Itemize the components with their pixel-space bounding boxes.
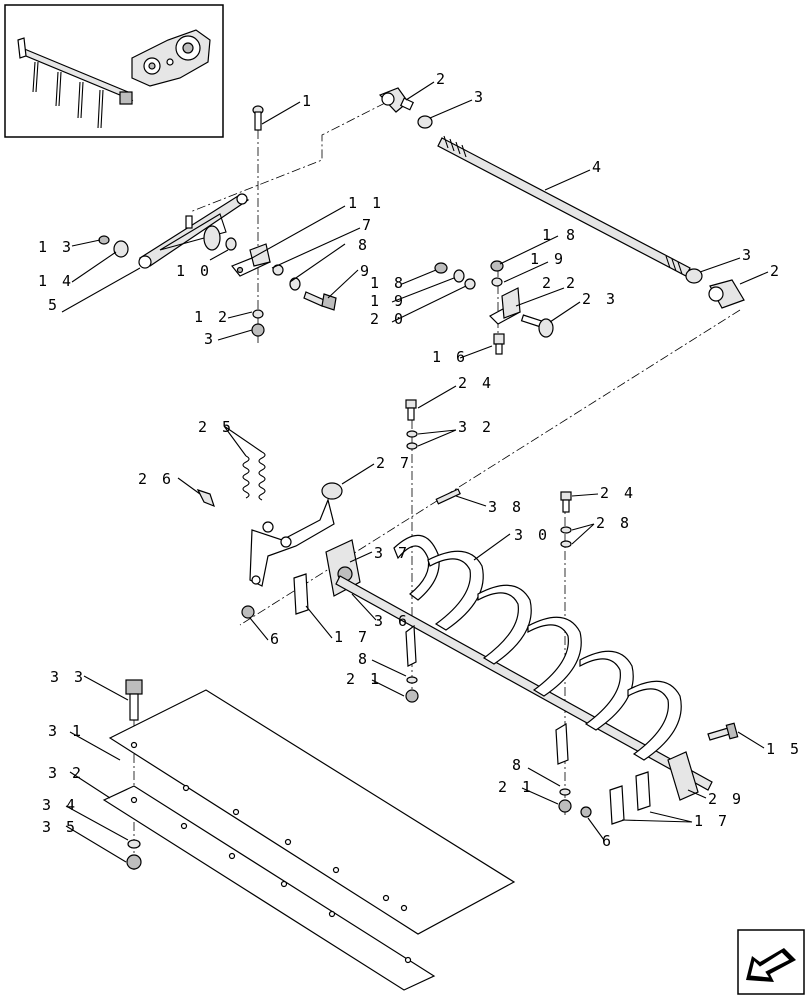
callout-21-right: 2 1 xyxy=(498,778,534,796)
callout-30: 3 0 xyxy=(514,526,550,544)
callout-28: 2 8 xyxy=(596,514,632,532)
threaded-rod-4-shape xyxy=(437,135,691,277)
callout-8-upper: 8 xyxy=(358,236,370,254)
callout-38: 3 8 xyxy=(488,498,524,516)
clevis-2-right-shape xyxy=(708,279,745,309)
callout-25: 2 5 xyxy=(198,418,234,436)
callout-23: 2 3 xyxy=(582,290,618,308)
callout-32-upper: 3 2 xyxy=(458,418,494,436)
callout-16: 1 6 xyxy=(432,348,468,366)
callout-1: 1 xyxy=(302,92,314,110)
screw-16-shape xyxy=(493,333,505,355)
callout-32-lower: 3 2 xyxy=(48,764,84,782)
callout-3-right: 3 xyxy=(742,246,754,264)
callout-3-top: 3 xyxy=(474,88,486,106)
callout-2-top: 2 xyxy=(436,70,448,88)
callout-18-right: 1 8 xyxy=(542,226,578,244)
bottom-plates xyxy=(102,679,516,991)
callout-15: 1 5 xyxy=(766,740,802,758)
callout-6-right: 6 xyxy=(602,832,614,850)
bolt-9-shape xyxy=(303,291,337,311)
callout-13: 1 3 xyxy=(38,238,74,256)
leader-lines xyxy=(61,81,769,863)
next-page-arrow-icon[interactable] xyxy=(737,929,805,995)
callout-labels: 1 2 3 4 1 1 7 8 9 1 3 1 4 1 0 5 1 2 3 1 … xyxy=(38,70,802,850)
callout-22: 2 2 xyxy=(542,274,578,292)
upper-linkage-parts xyxy=(98,87,745,355)
callout-19-right: 1 9 xyxy=(530,250,566,268)
clevis-2-top-shape xyxy=(378,87,415,113)
callout-17-right: 1 7 xyxy=(694,812,730,830)
callout-36: 3 6 xyxy=(374,612,410,630)
callout-7: 7 xyxy=(362,216,374,234)
bracket-11-shape xyxy=(231,243,272,277)
callout-17-left: 1 7 xyxy=(334,628,370,646)
hooks-30-shape xyxy=(393,534,682,761)
callout-26: 2 6 xyxy=(138,470,174,488)
callout-3-lower-left: 3 xyxy=(204,330,216,348)
pin-1-shape xyxy=(252,105,264,131)
callout-29: 2 9 xyxy=(708,790,744,808)
callout-2-right: 2 xyxy=(770,262,782,280)
middle-parts xyxy=(196,399,739,825)
callout-21-mid: 2 1 xyxy=(346,670,382,688)
callout-8-mid: 8 xyxy=(358,650,370,668)
callout-12: 1 2 xyxy=(194,308,230,326)
callout-24-left: 2 4 xyxy=(458,374,494,392)
plate-holes xyxy=(130,741,412,964)
callout-31: 3 1 xyxy=(48,722,84,740)
callout-20: 2 0 xyxy=(370,310,406,328)
callout-18-left: 1 8 xyxy=(370,274,406,292)
knob-23-shape xyxy=(520,314,554,338)
bracket-22-shape xyxy=(489,287,521,325)
callout-4: 4 xyxy=(592,158,604,176)
lever-arm-27-shape xyxy=(249,482,343,587)
callout-33: 3 3 xyxy=(50,668,86,686)
callout-10: 1 0 xyxy=(176,262,212,280)
callout-11: 1 1 xyxy=(348,194,384,212)
callout-9: 9 xyxy=(360,262,372,280)
callout-19-left: 1 9 xyxy=(370,292,406,310)
lever-5-shape xyxy=(138,193,250,269)
callout-24-right: 2 4 xyxy=(600,484,636,502)
callout-6-left: 6 xyxy=(270,630,282,648)
springs-25-shape xyxy=(242,451,266,501)
callout-5: 5 xyxy=(48,296,60,314)
callout-34: 3 4 xyxy=(42,796,78,814)
callout-37: 3 7 xyxy=(374,544,410,562)
callout-8-right: 8 xyxy=(512,756,524,774)
callout-14: 1 4 xyxy=(38,272,74,290)
assembly-location-thumbnail-icon[interactable] xyxy=(4,4,224,138)
callout-27: 2 7 xyxy=(376,454,412,472)
callout-35: 3 5 xyxy=(42,818,78,836)
